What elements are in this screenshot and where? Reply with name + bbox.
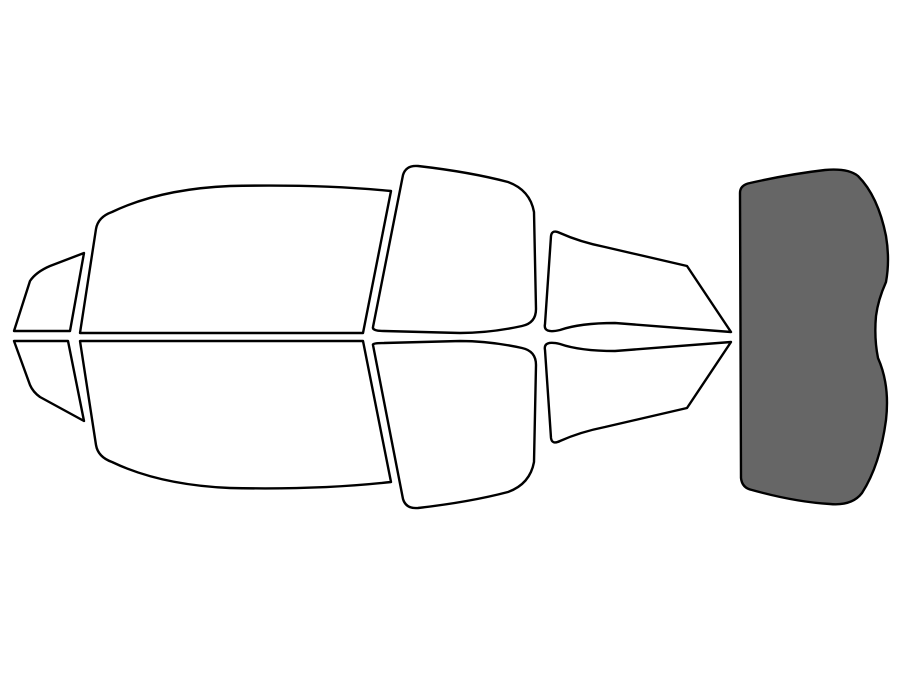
rear-windshield[interactable]: [738, 168, 890, 506]
left-rear-door-glass[interactable]: [78, 184, 393, 335]
right-vent-glass[interactable]: [543, 340, 733, 444]
left-front-door-glass[interactable]: [371, 164, 538, 335]
right-quarter-glass[interactable]: [12, 339, 86, 423]
left-quarter-glass[interactable]: [12, 251, 86, 333]
right-front-door-glass[interactable]: [371, 339, 538, 510]
left-vent-glass[interactable]: [543, 230, 733, 334]
right-rear-door-glass[interactable]: [78, 339, 393, 490]
